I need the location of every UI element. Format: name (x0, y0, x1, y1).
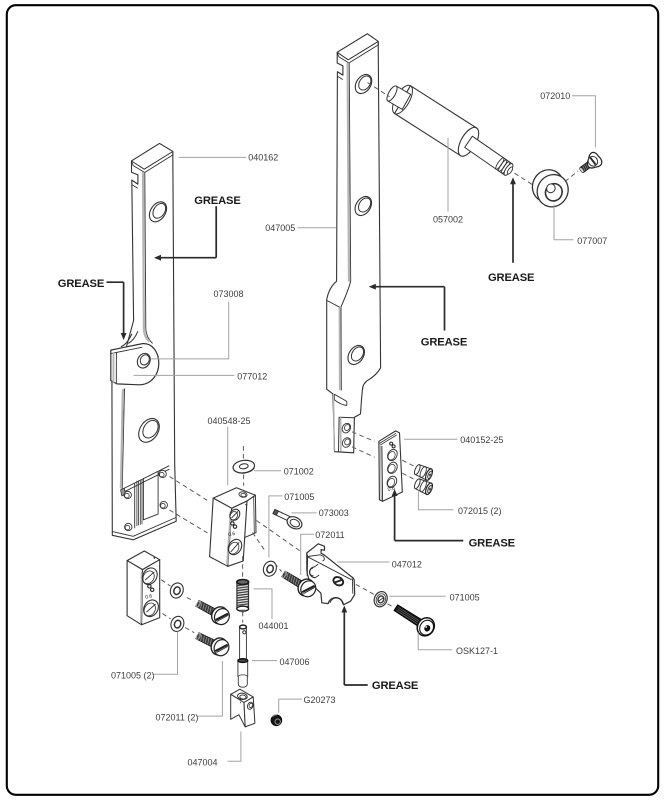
svg-text:071005 (2): 071005 (2) (111, 670, 155, 680)
svg-text:GREASE: GREASE (488, 272, 535, 284)
svg-text:0.6: 0.6 (387, 486, 395, 493)
svg-text:071005: 071005 (284, 492, 314, 502)
svg-text:047012: 047012 (392, 560, 422, 570)
svg-text:044001: 044001 (259, 621, 289, 631)
svg-text:GREASE: GREASE (372, 680, 419, 692)
svg-text:072011 (2): 072011 (2) (156, 712, 199, 722)
svg-text:GREASE: GREASE (58, 278, 105, 290)
svg-text:040548-25: 040548-25 (208, 416, 251, 426)
svg-text:OSK127-1: OSK127-1 (456, 646, 498, 656)
svg-text:072010: 072010 (540, 91, 570, 101)
svg-text:077012: 077012 (237, 372, 267, 382)
svg-text:057002: 057002 (433, 214, 463, 224)
svg-text:072015 (2): 072015 (2) (458, 506, 502, 516)
svg-text:047004: 047004 (188, 757, 218, 767)
svg-text:0.6: 0.6 (145, 593, 153, 600)
svg-text:0.6: 0.6 (228, 531, 236, 538)
svg-text:040152-25: 040152-25 (460, 435, 503, 445)
svg-text:GREASE: GREASE (421, 337, 468, 349)
svg-text:073003: 073003 (319, 508, 349, 518)
svg-text:071005: 071005 (450, 593, 480, 603)
svg-text:G20273: G20273 (304, 695, 336, 705)
svg-text:073008: 073008 (214, 289, 244, 299)
svg-text:047006: 047006 (280, 657, 310, 667)
svg-text:040162: 040162 (248, 153, 278, 163)
svg-text:077007: 077007 (577, 236, 607, 246)
svg-text:072011: 072011 (315, 530, 344, 540)
svg-text:GREASE: GREASE (194, 195, 241, 207)
svg-text:047005: 047005 (265, 223, 295, 233)
svg-text:071002: 071002 (284, 467, 314, 477)
svg-text:GREASE: GREASE (469, 537, 516, 549)
